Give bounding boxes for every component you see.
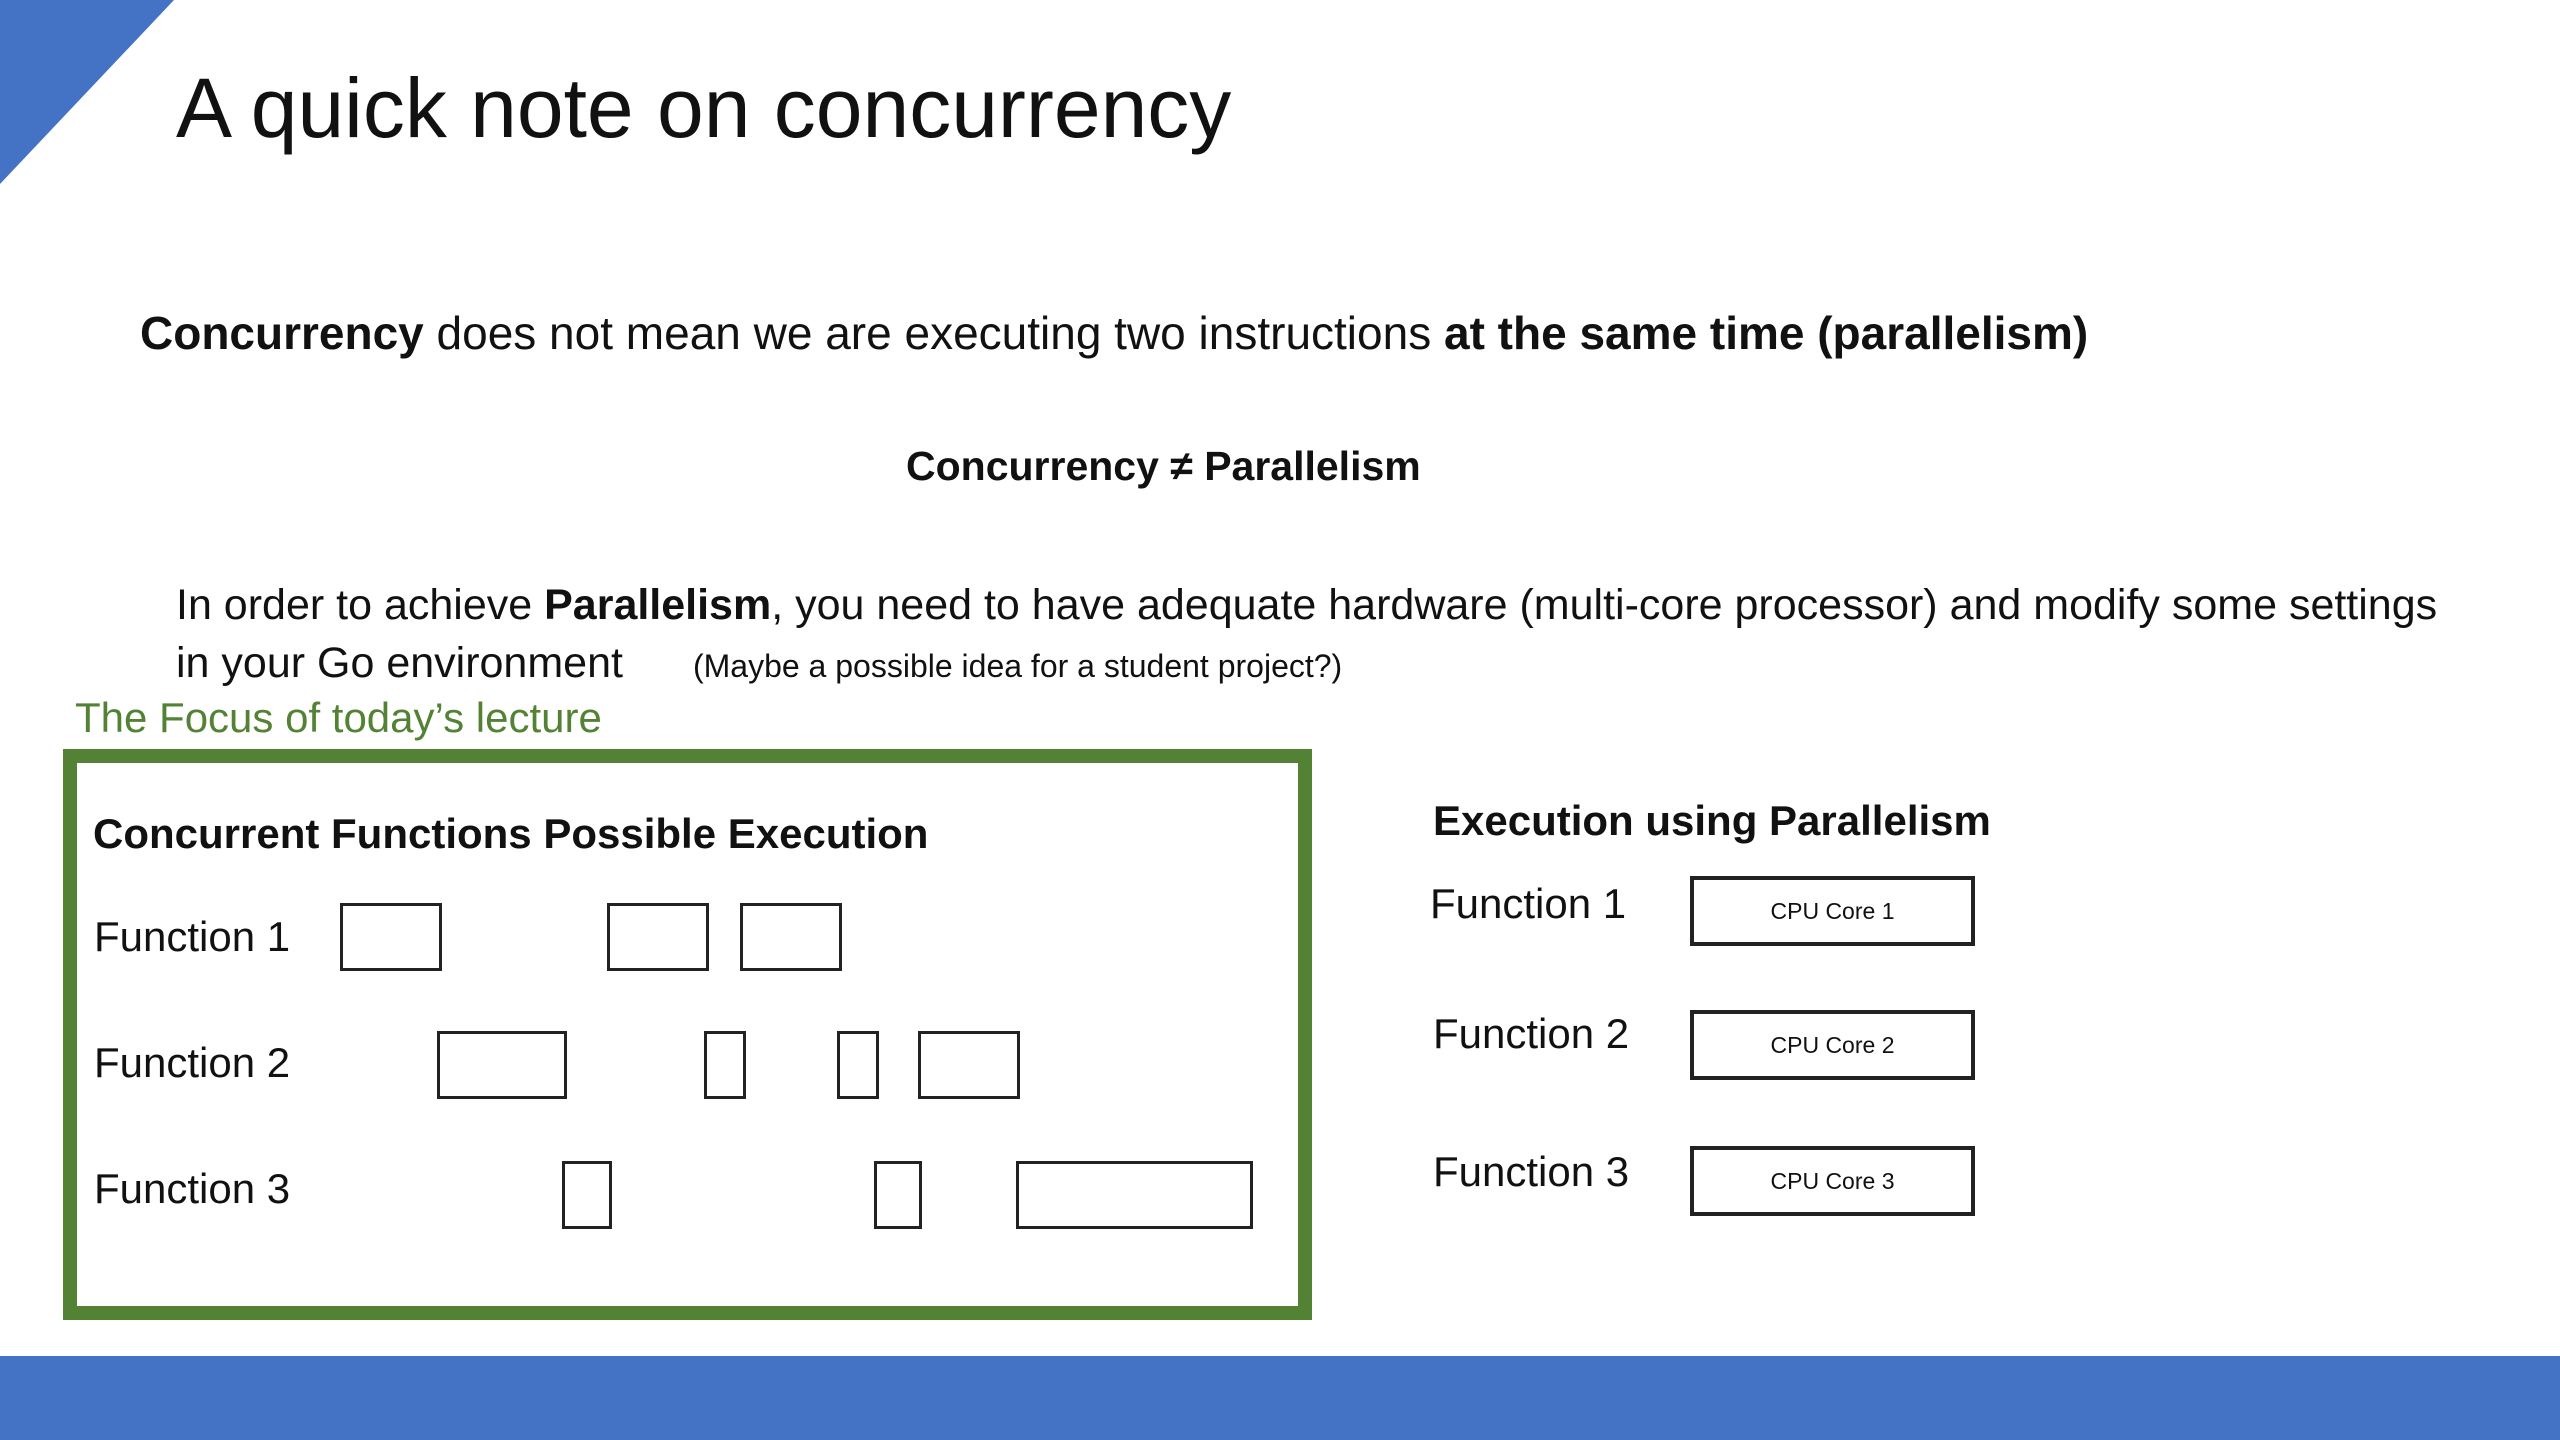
student-project-note: (Maybe a possible idea for a student pro…: [692, 648, 1343, 684]
focus-box: [63, 749, 1312, 1320]
cpu-core-1-box: CPU Core 1: [1690, 876, 1975, 946]
parallel-function-2-label: Function 2: [1433, 1010, 1630, 1057]
concurrent-function-2-label: Function 2: [94, 1039, 291, 1086]
function-3-slice: [1016, 1161, 1253, 1229]
concurrent-function-3-label: Function 3: [94, 1165, 291, 1212]
paragraph-body: , you need to have adequate hardware (mu…: [176, 581, 2438, 687]
function-1-slice: [607, 903, 709, 971]
concurrent-function-1-label: Function 1: [94, 913, 291, 960]
function-3-slice: [874, 1161, 922, 1229]
function-2-slice: [437, 1031, 567, 1099]
concurrency-statement: Concurrency does not mean we are executi…: [140, 306, 2088, 360]
parallel-function-3-label: Function 3: [1433, 1148, 1630, 1195]
paragraph-intro: In order to achieve: [176, 581, 545, 629]
focus-caption: The Focus of today’s lecture: [75, 694, 602, 741]
statement-term-parallelism: at the same time (parallelism): [1443, 307, 2089, 359]
cpu-core-2-box: CPU Core 2: [1690, 1010, 1975, 1080]
statement-term-concurrency: Concurrency: [140, 307, 424, 359]
paragraph-term-parallelism: Parallelism: [544, 581, 772, 629]
concurrent-heading: Concurrent Functions Possible Execution: [93, 810, 929, 857]
function-1-slice: [740, 903, 842, 971]
parallel-function-1-label: Function 1: [1430, 880, 1627, 927]
corner-accent-triangle: [0, 0, 174, 184]
function-2-slice: [837, 1031, 879, 1099]
concurrency-not-equal-parallelism: Concurrency ≠ Parallelism: [906, 443, 1421, 489]
function-1-slice: [340, 903, 442, 971]
slide-title: A quick note on concurrency: [176, 61, 1232, 155]
function-2-slice: [704, 1031, 746, 1099]
function-2-slice: [918, 1031, 1020, 1099]
function-3-slice: [562, 1161, 612, 1229]
statement-middle: does not mean we are executing two instr…: [423, 307, 1444, 359]
cpu-core-3-box: CPU Core 3: [1690, 1146, 1975, 1216]
bottom-bar: [0, 1356, 2560, 1440]
parallel-heading: Execution using Parallelism: [1433, 797, 1991, 844]
parallelism-paragraph: In order to achieve Parallelism, you nee…: [176, 576, 2476, 695]
